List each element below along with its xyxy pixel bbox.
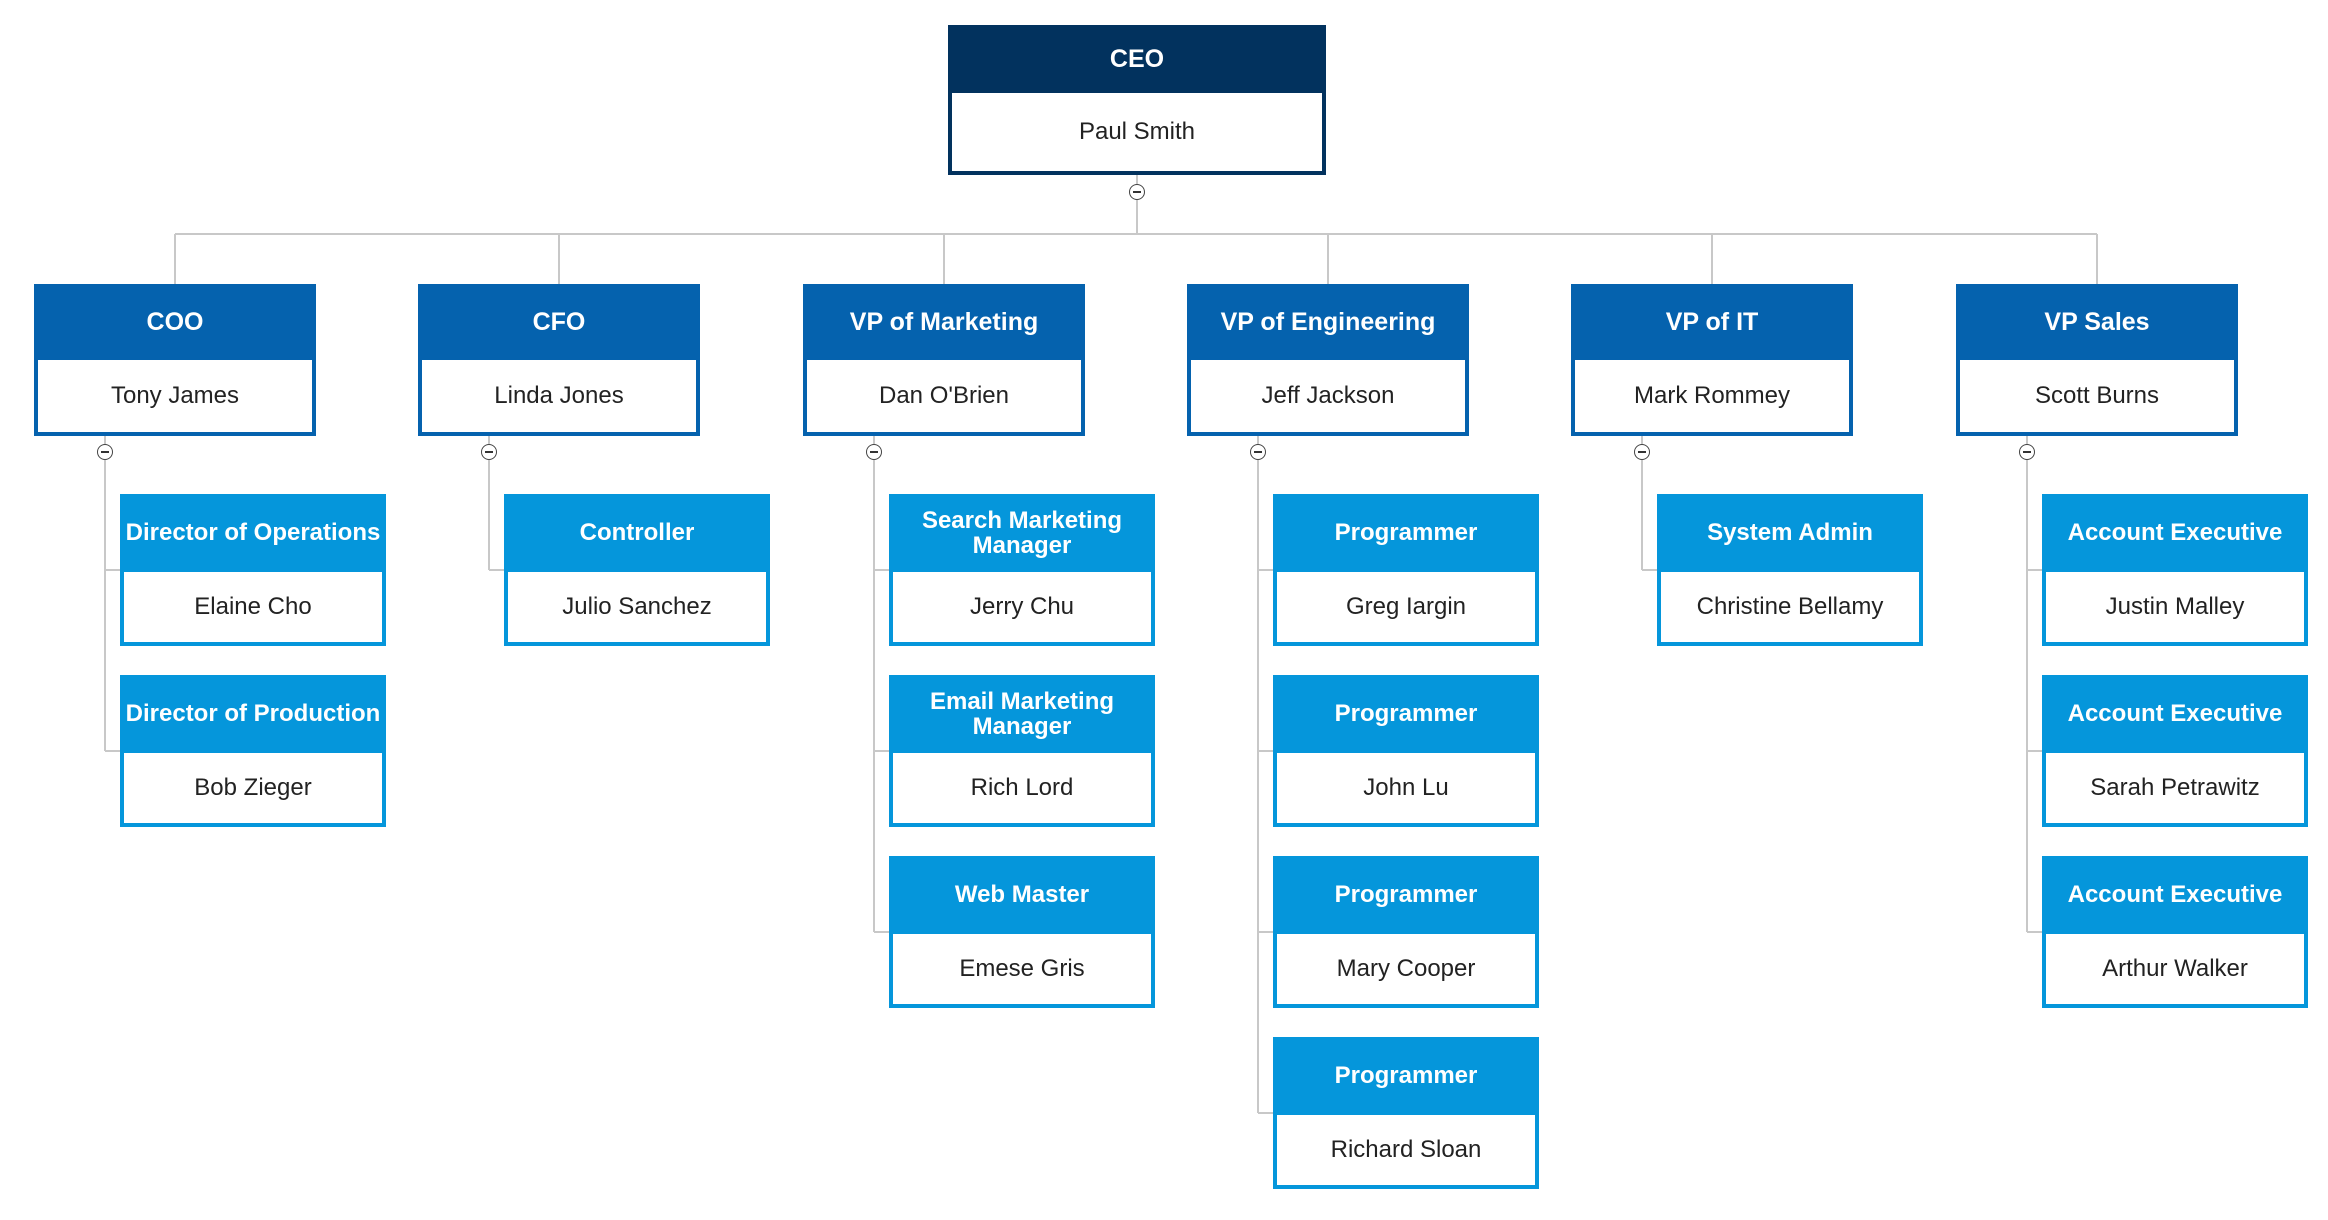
vp-of-engineering-collapse-icon[interactable] — [1250, 444, 1266, 460]
node-title: Programmer — [1273, 856, 1539, 934]
node-name: Julio Sanchez — [508, 572, 766, 642]
node-title: Programmer — [1273, 494, 1539, 572]
cfo-collapse-icon[interactable] — [481, 444, 497, 460]
node-title: VP of IT — [1571, 284, 1853, 360]
node-name: John Lu — [1277, 753, 1535, 823]
node-title: COO — [34, 284, 316, 360]
node-title: Web Master — [889, 856, 1155, 934]
node-title: Account Executive — [2042, 675, 2308, 753]
node-title: CFO — [418, 284, 700, 360]
node-title: Director of Production — [120, 675, 386, 753]
ceo-collapse-icon[interactable] — [1129, 184, 1145, 200]
node-title: VP of Marketing — [803, 284, 1085, 360]
node-title: Email Marketing Manager — [889, 675, 1155, 753]
node-name: Scott Burns — [1960, 360, 2234, 432]
node-name: Rich Lord — [893, 753, 1151, 823]
node-name: Mark Rommey — [1575, 360, 1849, 432]
node-name: Bob Zieger — [124, 753, 382, 823]
vp-of-it-collapse-icon[interactable] — [1634, 444, 1650, 460]
node-name: Justin Malley — [2046, 572, 2304, 642]
node-name: Emese Gris — [893, 934, 1151, 1004]
node-title: Search Marketing Manager — [889, 494, 1155, 572]
vp-of-marketing-collapse-icon[interactable] — [866, 444, 882, 460]
node-name: Jerry Chu — [893, 572, 1151, 642]
node-name: Richard Sloan — [1277, 1115, 1535, 1185]
node-name: Elaine Cho — [124, 572, 382, 642]
vp-sales-collapse-icon[interactable] — [2019, 444, 2035, 460]
node-name: Dan O'Brien — [807, 360, 1081, 432]
node-name: Greg Iargin — [1277, 572, 1535, 642]
node-title: Programmer — [1273, 1037, 1539, 1115]
node-title: Controller — [504, 494, 770, 572]
node-name: Tony James — [38, 360, 312, 432]
node-title: VP of Engineering — [1187, 284, 1469, 360]
node-title: Account Executive — [2042, 494, 2308, 572]
node-name: Jeff Jackson — [1191, 360, 1465, 432]
node-name: Arthur Walker — [2046, 934, 2304, 1004]
node-title: Account Executive — [2042, 856, 2308, 934]
node-title: System Admin — [1657, 494, 1923, 572]
coo-collapse-icon[interactable] — [97, 444, 113, 460]
node-title: Programmer — [1273, 675, 1539, 753]
ceo-node[interactable]: CEO Paul Smith — [948, 25, 1326, 175]
node-name: Linda Jones — [422, 360, 696, 432]
node-title: VP Sales — [1956, 284, 2238, 360]
node-name: Christine Bellamy — [1661, 572, 1919, 642]
ceo-name: Paul Smith — [952, 93, 1322, 171]
node-title: Director of Operations — [120, 494, 386, 572]
node-name: Mary Cooper — [1277, 934, 1535, 1004]
node-name: Sarah Petrawitz — [2046, 753, 2304, 823]
ceo-title: CEO — [948, 25, 1326, 93]
